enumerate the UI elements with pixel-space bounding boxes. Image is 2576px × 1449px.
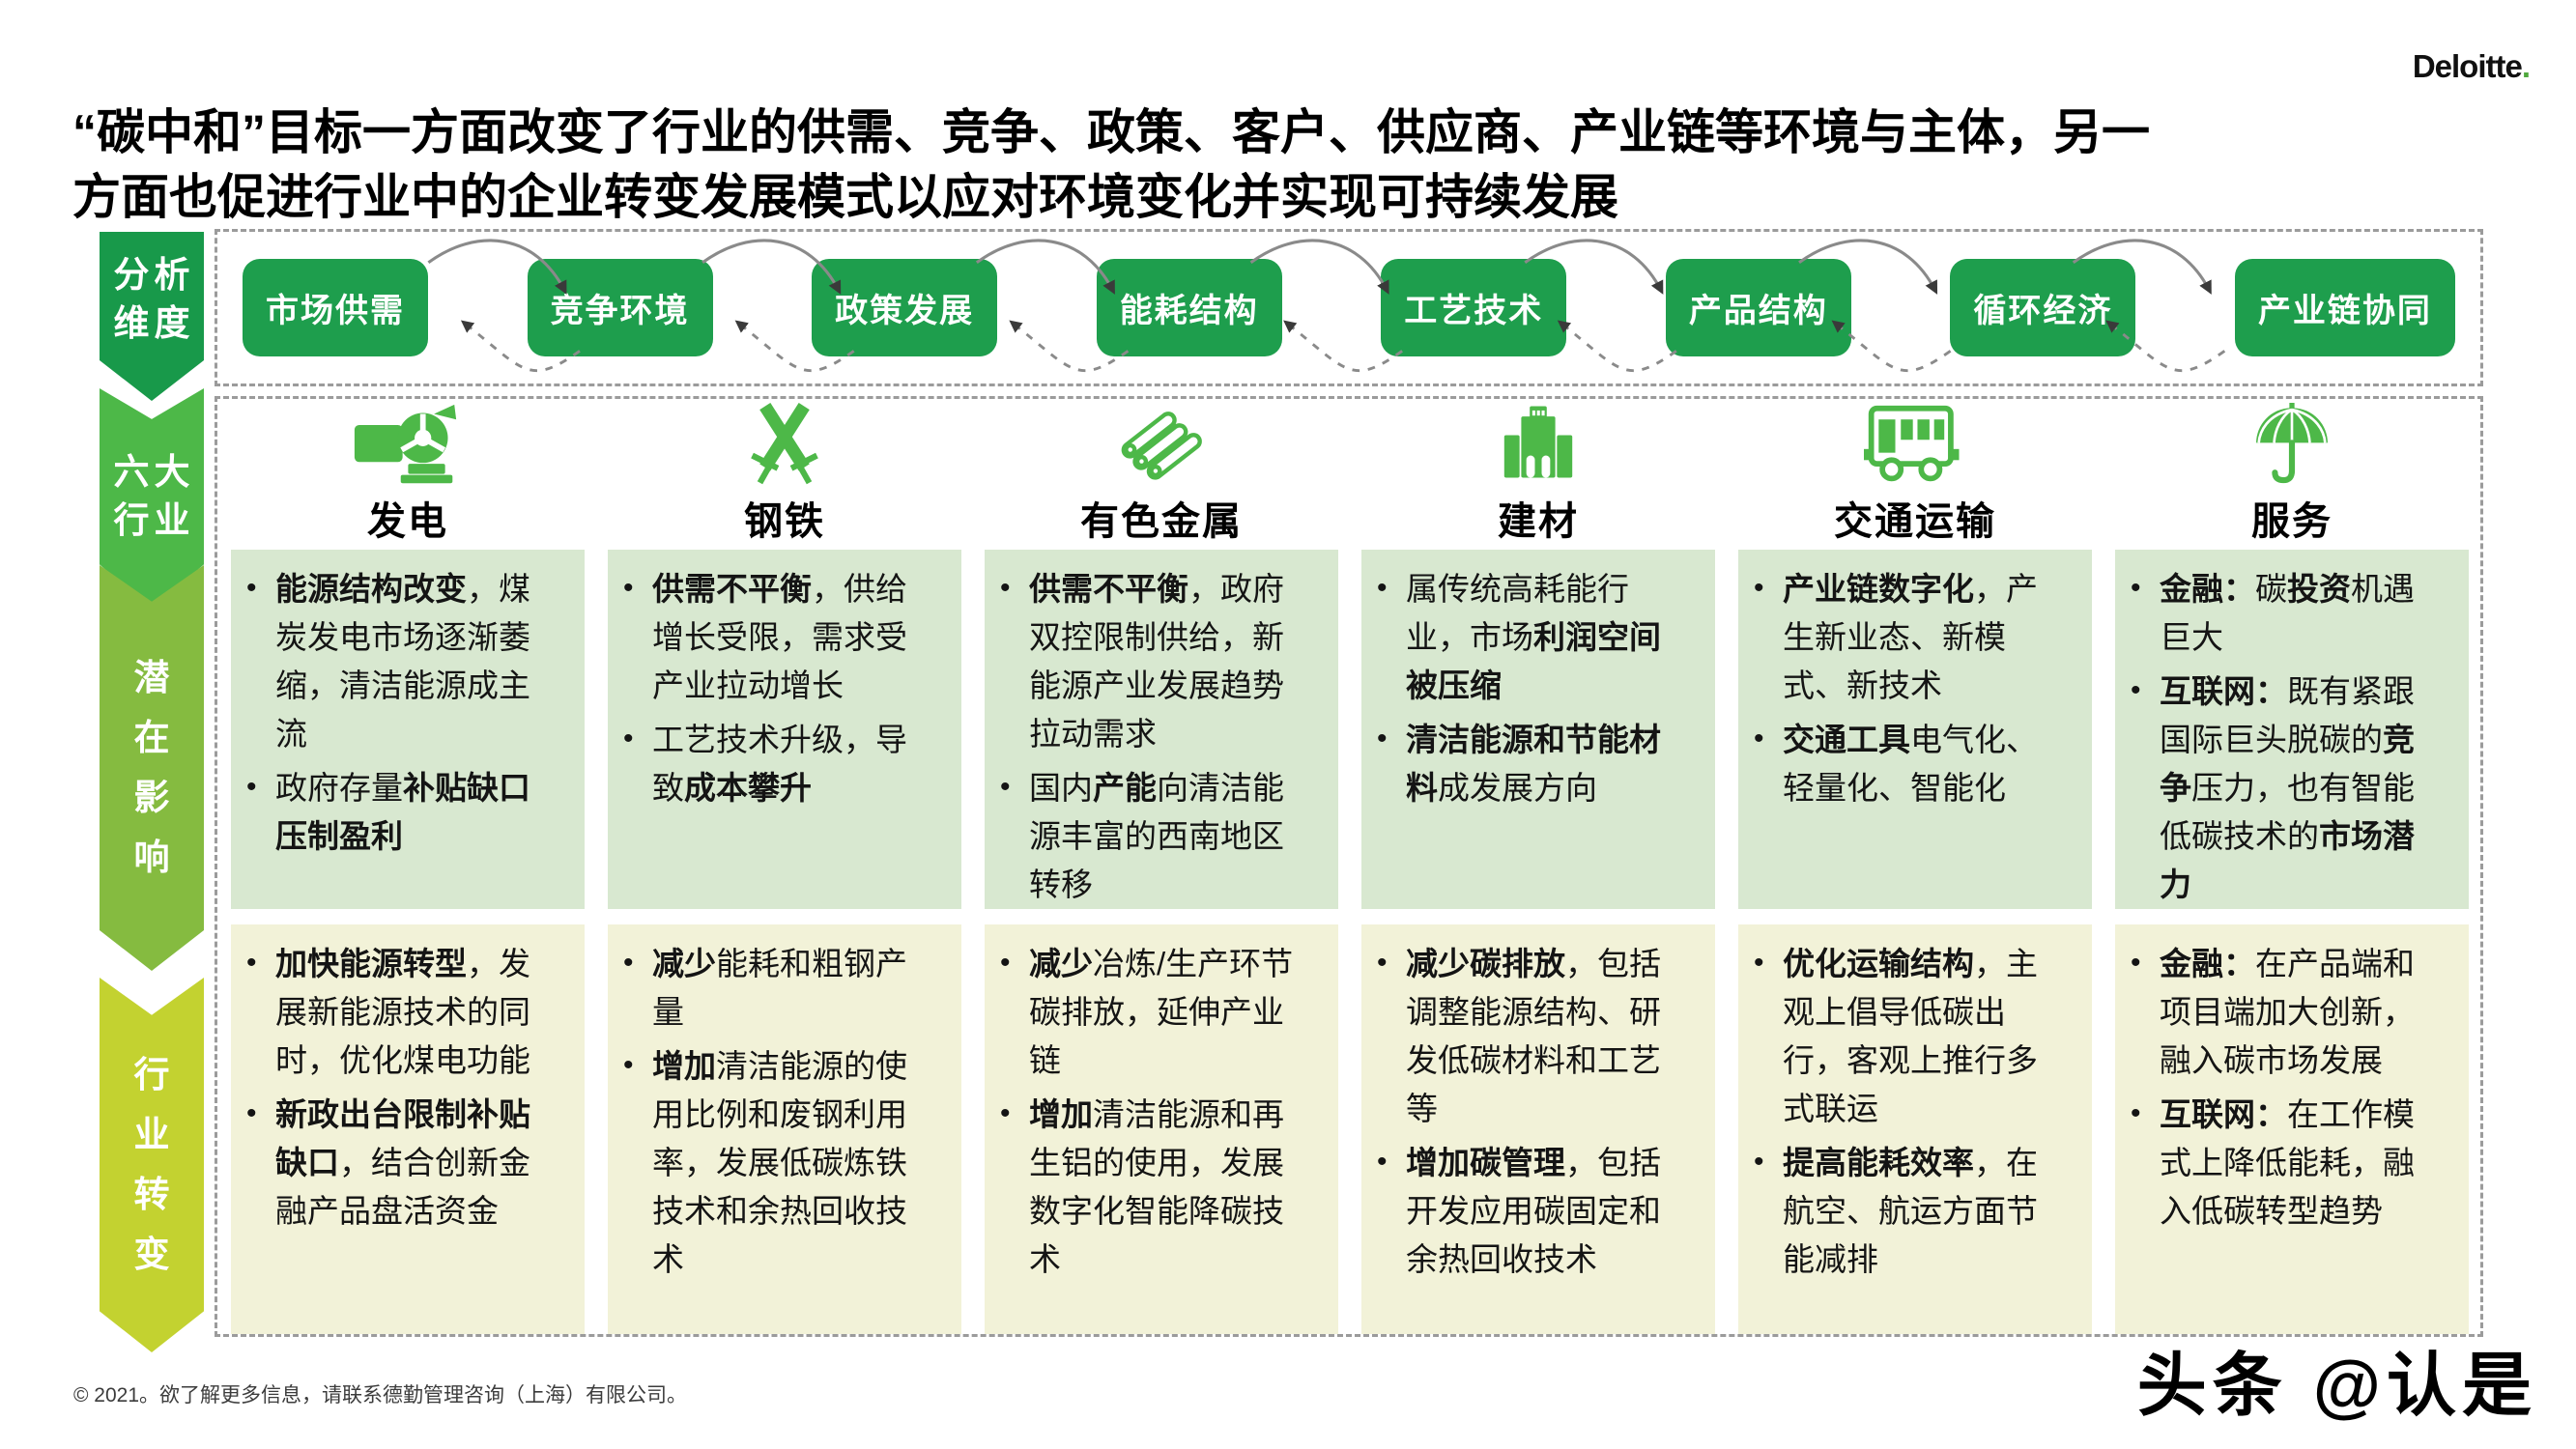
- impact-card-建材: 属传统高耗能行业，市场利润空间被压缩清洁能源和节能材料成发展方向: [1361, 550, 1715, 909]
- row-label-six-industries: 六大 行业: [100, 388, 204, 609]
- bullet-item: 产业链数字化，产生新业态、新模式、新技术: [1746, 564, 2067, 710]
- row-label-potential-impact: 潜在影响: [100, 565, 204, 971]
- page-title-line1: “碳中和”目标一方面改变了行业的供需、竞争、政策、客户、供应商、产业链等环境与主…: [72, 104, 2150, 159]
- transformation-card-发电: 加快能源转型，发展新能源技术的同时，优化煤电功能新政出台限制补贴缺口，结合创新金…: [231, 924, 585, 1334]
- bus-icon: [1864, 403, 1965, 488]
- industry-transformation-row: 加快能源转型，发展新能源技术的同时，优化煤电功能新政出台限制补贴缺口，结合创新金…: [231, 924, 2469, 1334]
- bullet-item: 提高能耗效率，在航空、航运方面节能减排: [1746, 1138, 2067, 1284]
- industry-label: 服务: [2251, 500, 2333, 543]
- impact-card-交通运输: 产业链数字化，产生新业态、新模式、新技术交通工具电气化、轻量化、智能化: [1738, 550, 2092, 909]
- impact-card-服务: 金融：碳投资机遇巨大互联网：既有紧跟国际巨头脱碳的竞争压力，也有智能低碳技术的市…: [2115, 550, 2469, 909]
- bullet-item: 互联网：既有紧跟国际巨头脱碳的竞争压力，也有智能低碳技术的市场潜力: [2123, 667, 2444, 909]
- bullet-item: 互联网：在工作模式上降低能耗，融入低碳转型趋势: [2123, 1090, 2444, 1236]
- industry-column-钢铁: 钢铁: [608, 403, 961, 546]
- six-industries-label-line2: 行业: [113, 500, 195, 540]
- industry-column-交通运输: 交通运输: [1738, 405, 2092, 546]
- deloitte-logo-text: Deloitte: [2412, 48, 2523, 84]
- generator-icon: [353, 403, 464, 488]
- dimension-pill: 能耗结构: [1096, 259, 1282, 356]
- bullet-item: 能源结构改变，煤炭发电市场逐渐萎缩，清洁能源成主流: [239, 564, 559, 758]
- analysis-dimensions-label-line1: 分析: [113, 255, 195, 295]
- impact-card-发电: 能源结构改变，煤炭发电市场逐渐萎缩，清洁能源成主流政府存量补贴缺口压制盈利: [231, 550, 585, 909]
- impact-card-有色金属: 供需不平衡，政府双控限制供给，新能源产业发展趋势拉动需求国内产能向清洁能源丰富的…: [985, 550, 1338, 909]
- transformation-card-交通运输: 优化运输结构，主观上倡导低碳出行，客观上推行多式联运提高能耗效率，在航空、航运方…: [1738, 924, 2092, 1334]
- row-label-analysis-dimensions: 分析 维度: [100, 232, 204, 401]
- bullet-item: 减少能耗和粗钢产量: [615, 939, 936, 1037]
- deloitte-logo: Deloitte.: [2412, 48, 2531, 85]
- bullet-item: 政府存量补贴缺口压制盈利: [239, 763, 559, 861]
- industry-column-有色金属: 有色金属: [985, 409, 1338, 546]
- industry-label: 交通运输: [1834, 500, 1996, 543]
- dimension-pill: 工艺技术: [1381, 259, 1567, 356]
- crossed-swords-icon: [742, 403, 827, 488]
- bullet-item: 增加清洁能源的使用比例和废钢利用率，发展低碳炼铁技术和余热回收技术: [615, 1041, 936, 1284]
- bullet-item: 属传统高耗能行业，市场利润空间被压缩: [1369, 564, 1690, 710]
- building-icon: [1496, 403, 1581, 488]
- potential-impact-row: 能源结构改变，煤炭发电市场逐渐萎缩，清洁能源成主流政府存量补贴缺口压制盈利供需不…: [231, 550, 2469, 909]
- row-label-industry-transformation: 行业转变: [100, 978, 204, 1352]
- dimension-pill: 竞争环境: [527, 259, 713, 356]
- bullet-item: 优化运输结构，主观上倡导低碳出行，客观上推行多式联运: [1746, 939, 2067, 1133]
- industry-column-建材: 建材: [1361, 406, 1715, 546]
- industry-label: 建材: [1498, 500, 1579, 543]
- potential-impact-label: 潜在影响: [133, 658, 170, 877]
- dimension-pill-list: 市场供需 竞争环境 政策发展 能耗结构 工艺技术 产品结构 循环经济 产业链协同: [217, 232, 2480, 384]
- bullet-item: 增加清洁能源和再生铝的使用，发展数字化智能降碳技术: [992, 1090, 1313, 1284]
- page-title-line2: 方面也促进行业中的企业转变发展模式以应对环境变化并实现可持续发展: [72, 169, 1618, 224]
- bullet-item: 金融：在产品端和项目端加大创新，融入碳市场发展: [2123, 939, 2444, 1085]
- transformation-card-钢铁: 减少能耗和粗钢产量增加清洁能源的使用比例和废钢利用率，发展低碳炼铁技术和余热回收…: [608, 924, 961, 1334]
- umbrella-icon: [2249, 403, 2334, 488]
- industries-panel: 发电 钢铁 有色金属 建材 交通运输 服务 能源结构改变，煤炭发电市场逐渐萎缩，清洁能源成…: [215, 396, 2483, 1337]
- watermark: 头条 @认是: [2136, 1348, 2537, 1425]
- bullet-item: 国内产能向清洁能源丰富的西南地区转移: [992, 763, 1313, 909]
- six-industries-label-line1: 六大: [113, 452, 195, 492]
- analysis-dimensions-panel: 市场供需 竞争环境 政策发展 能耗结构 工艺技术 产品结构 循环经济 产业链协同: [215, 229, 2483, 386]
- dimension-pill: 政策发展: [812, 259, 998, 356]
- industry-column-服务: 服务: [2115, 403, 2469, 546]
- bullet-item: 增加碳管理，包括开发应用碳固定和余热回收技术: [1369, 1138, 1690, 1284]
- transformation-card-建材: 减少碳排放，包括调整能源结构、研发低碳材料和工艺等增加碳管理，包括开发应用碳固定…: [1361, 924, 1715, 1334]
- transformation-card-服务: 金融：在产品端和项目端加大创新，融入碳市场发展互联网：在工作模式上降低能耗，融入…: [2115, 924, 2469, 1334]
- dimension-pill: 产业链协同: [2234, 259, 2455, 356]
- bullet-item: 工艺技术升级，导致成本攀升: [615, 715, 936, 812]
- bullet-item: 供需不平衡，供给增长受限，需求受产业拉动增长: [615, 564, 936, 710]
- bullet-item: 清洁能源和节能材料成发展方向: [1369, 715, 1690, 812]
- industry-header-row: 发电 钢铁 有色金属 建材 交通运输 服务: [231, 403, 2469, 546]
- page-title: “碳中和”目标一方面改变了行业的供需、竞争、政策、客户、供应商、产业链等环境与主…: [72, 100, 2517, 230]
- dimension-pill: 循环经济: [1950, 259, 2136, 356]
- industry-label: 有色金属: [1080, 500, 1243, 543]
- bullet-item: 加快能源转型，发展新能源技术的同时，优化煤电功能: [239, 939, 559, 1085]
- bullet-item: 减少冶炼/生产环节碳排放，延伸产业链: [992, 939, 1313, 1085]
- deloitte-logo-dot: .: [2521, 48, 2531, 84]
- footer-copyright: © 2021。欲了解更多信息，请联系德勤管理咨询（上海）有限公司。: [73, 1384, 688, 1406]
- bullet-item: 新政出台限制补贴缺口，结合创新金融产品盘活资金: [239, 1090, 559, 1236]
- bullet-item: 供需不平衡，政府双控限制供给，新能源产业发展趋势拉动需求: [992, 564, 1313, 758]
- impact-card-钢铁: 供需不平衡，供给增长受限，需求受产业拉动增长工艺技术升级，导致成本攀升: [608, 550, 961, 909]
- industry-transformation-label: 行业转变: [133, 1055, 170, 1274]
- dimension-pill: 产品结构: [1665, 259, 1851, 356]
- analysis-dimensions-label-line2: 维度: [113, 303, 195, 343]
- transformation-card-有色金属: 减少冶炼/生产环节碳排放，延伸产业链增加清洁能源和再生铝的使用，发展数字化智能降…: [985, 924, 1338, 1334]
- bullet-item: 金融：碳投资机遇巨大: [2123, 564, 2444, 662]
- metal-pipes-icon: [1119, 403, 1204, 488]
- industry-label: 发电: [367, 500, 448, 543]
- bullet-item: 减少碳排放，包括调整能源结构、研发低碳材料和工艺等: [1369, 939, 1690, 1133]
- industry-column-发电: 发电: [231, 404, 585, 546]
- industry-label: 钢铁: [744, 500, 825, 543]
- bullet-item: 交通工具电气化、轻量化、智能化: [1746, 715, 2067, 812]
- dimension-pill: 市场供需: [243, 259, 428, 356]
